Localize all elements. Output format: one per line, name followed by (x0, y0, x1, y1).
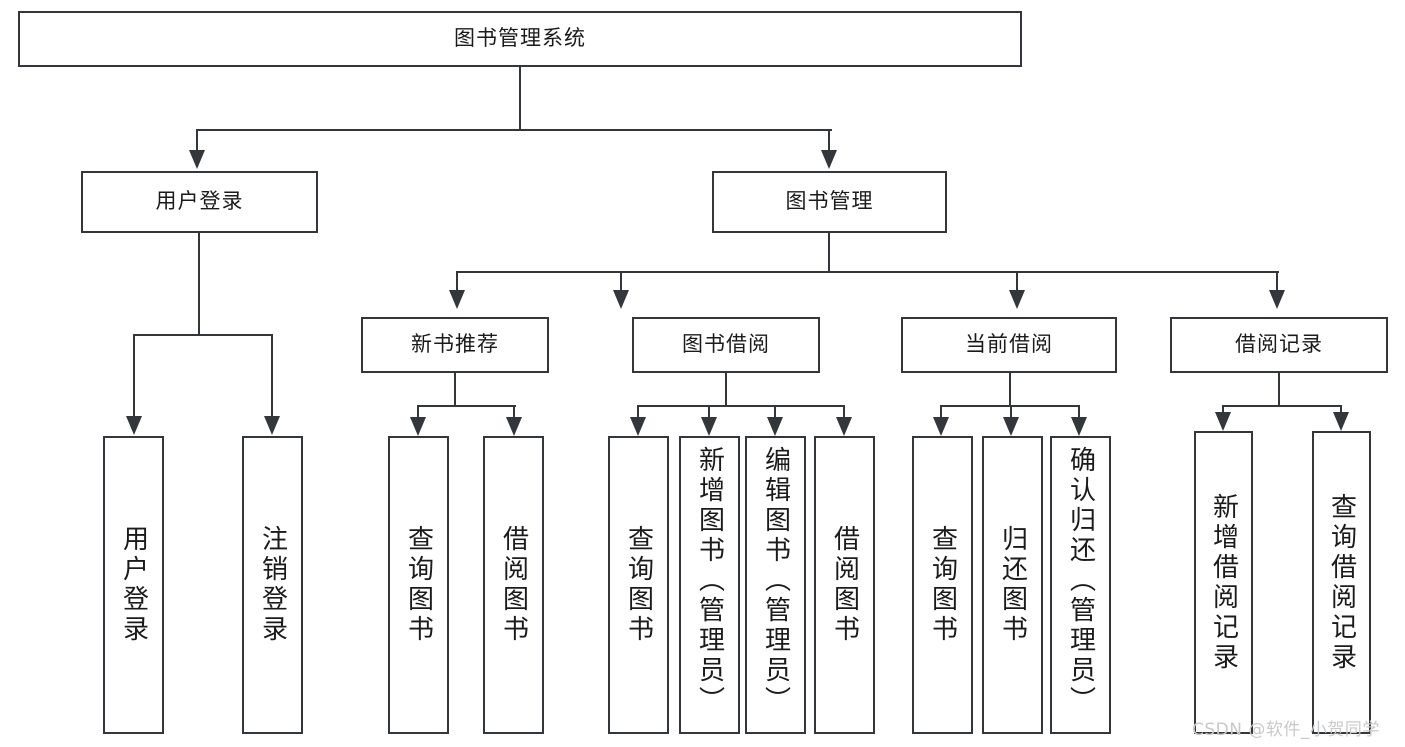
arrow-to-leaf-confirm-return (1071, 417, 1087, 436)
edge-user-login-left (133, 334, 136, 418)
node-label: 新增图书（管理员） (694, 446, 725, 716)
edge-bm-to-book-borrow (620, 271, 623, 292)
edge-cb-3 (1078, 405, 1081, 419)
edge-bb-2 (708, 405, 711, 419)
node-new-book-recommend[interactable]: 新书推荐 (361, 317, 549, 373)
edge-user-login-right (271, 334, 274, 418)
node-label: 查询借阅记录 (1326, 492, 1357, 673)
csdn-watermark: CSDN @软件_小贺同学 (1192, 720, 1380, 740)
arrow-to-leaf-add-book (701, 417, 717, 436)
edge-root-forkbar (197, 129, 832, 132)
leaf-query-book-2[interactable]: 查询图书 (608, 436, 669, 734)
leaf-borrow-book-2[interactable]: 借阅图书 (814, 436, 875, 734)
node-label: 借阅图书 (829, 525, 860, 645)
edge-bb-1 (637, 405, 640, 419)
node-borrow-record[interactable]: 借阅记录 (1170, 317, 1388, 373)
leaf-query-book-3[interactable]: 查询图书 (912, 436, 973, 734)
edge-root-stem (519, 67, 522, 131)
leaf-edit-book[interactable]: 编辑图书（管理员） (745, 436, 806, 734)
node-label: 图书借阅 (682, 332, 770, 357)
arrow-to-user-login (189, 150, 205, 169)
node-label: 查询图书 (623, 525, 654, 645)
node-label: 图书管理系统 (454, 26, 586, 51)
node-label: 确认归还（管理员） (1065, 446, 1096, 716)
arrow-to-new-book-rec (449, 290, 465, 309)
edge-newbook-r (513, 405, 516, 419)
arrow-to-leaf-query-record (1333, 412, 1349, 431)
node-label: 当前借阅 (965, 332, 1053, 357)
node-label: 编辑图书（管理员） (760, 446, 791, 716)
node-label: 新增借阅记录 (1208, 492, 1239, 673)
arrow-to-leaf-borrow-book-2 (836, 417, 852, 436)
edge-bookborrow-forkbar (638, 405, 845, 408)
node-user-login[interactable]: 用户登录 (81, 171, 318, 233)
leaf-query-borrow-record[interactable]: 查询借阅记录 (1312, 431, 1371, 734)
node-label: 图书管理 (785, 189, 874, 214)
edge-bb-4 (843, 405, 846, 419)
leaf-query-book-1[interactable]: 查询图书 (388, 436, 449, 734)
leaf-add-book[interactable]: 新增图书（管理员） (679, 436, 740, 734)
arrow-to-current-borrow (1009, 290, 1025, 309)
edge-newbook-l (417, 405, 420, 419)
leaf-return-book[interactable]: 归还图书 (982, 436, 1043, 734)
edge-root-to-book-manage (828, 129, 831, 153)
edge-cb-2 (1010, 405, 1013, 419)
node-label: 用户登录 (155, 189, 244, 214)
node-book-manage[interactable]: 图书管理 (712, 171, 947, 233)
edge-user-login-forkbar (134, 334, 273, 337)
edge-bookborrow-stem (725, 373, 728, 407)
edge-cb-1 (940, 405, 943, 419)
edge-bb-3 (774, 405, 777, 419)
leaf-add-borrow-record[interactable]: 新增借阅记录 (1194, 431, 1253, 734)
edge-book-manage-forkbar (457, 271, 1279, 274)
node-label: 归还图书 (997, 525, 1028, 645)
node-root-system[interactable]: 图书管理系统 (18, 11, 1022, 67)
node-label: 注销登录 (257, 525, 288, 645)
node-label: 用户登录 (118, 525, 149, 645)
arrow-to-leaf-add-record (1215, 412, 1231, 431)
arrow-to-borrow-record (1269, 290, 1285, 309)
edge-borrowrecord-stem (1278, 373, 1281, 407)
node-book-borrow[interactable]: 图书借阅 (632, 317, 820, 373)
node-label: 借阅图书 (498, 525, 529, 645)
arrow-to-leaf-query-book-3 (933, 417, 949, 436)
edge-newbook-forkbar (418, 405, 516, 408)
edge-bm-to-current-borrow (1016, 271, 1019, 292)
edge-bm-to-new-book (456, 271, 459, 292)
arrow-to-leaf-edit-book (767, 417, 783, 436)
leaf-user-login[interactable]: 用户登录 (103, 436, 164, 734)
arrow-to-book-manage (821, 150, 837, 169)
leaf-logout[interactable]: 注销登录 (242, 436, 303, 734)
node-label: 查询图书 (927, 525, 958, 645)
node-label: 新书推荐 (411, 332, 499, 357)
arrow-to-leaf-user-login (126, 416, 142, 435)
node-label: 查询图书 (403, 525, 434, 645)
leaf-confirm-return[interactable]: 确认归还（管理员） (1050, 436, 1111, 734)
edge-user-login-stem (198, 233, 201, 336)
edge-book-manage-stem (828, 233, 831, 273)
arrow-to-book-borrow (613, 290, 629, 309)
edge-newbook-stem (454, 373, 457, 407)
arrow-to-leaf-query-book-2 (630, 417, 646, 436)
edge-borrowrecord-forkbar (1223, 405, 1342, 408)
node-current-borrow[interactable]: 当前借阅 (901, 317, 1117, 373)
edge-br-2 (1340, 405, 1343, 415)
arrow-to-leaf-return-book (1003, 417, 1019, 436)
arrow-to-leaf-borrow-book-1 (506, 417, 522, 436)
node-label: 借阅记录 (1235, 332, 1323, 357)
edge-br-1 (1222, 405, 1225, 415)
leaf-borrow-book-1[interactable]: 借阅图书 (483, 436, 544, 734)
arrow-to-leaf-logout (264, 416, 280, 435)
edge-bm-to-borrow-record (1276, 271, 1279, 292)
edge-currentborrow-stem (1009, 373, 1012, 407)
arrow-to-leaf-query-book-1 (410, 417, 426, 436)
edge-root-to-user-login (196, 129, 199, 153)
